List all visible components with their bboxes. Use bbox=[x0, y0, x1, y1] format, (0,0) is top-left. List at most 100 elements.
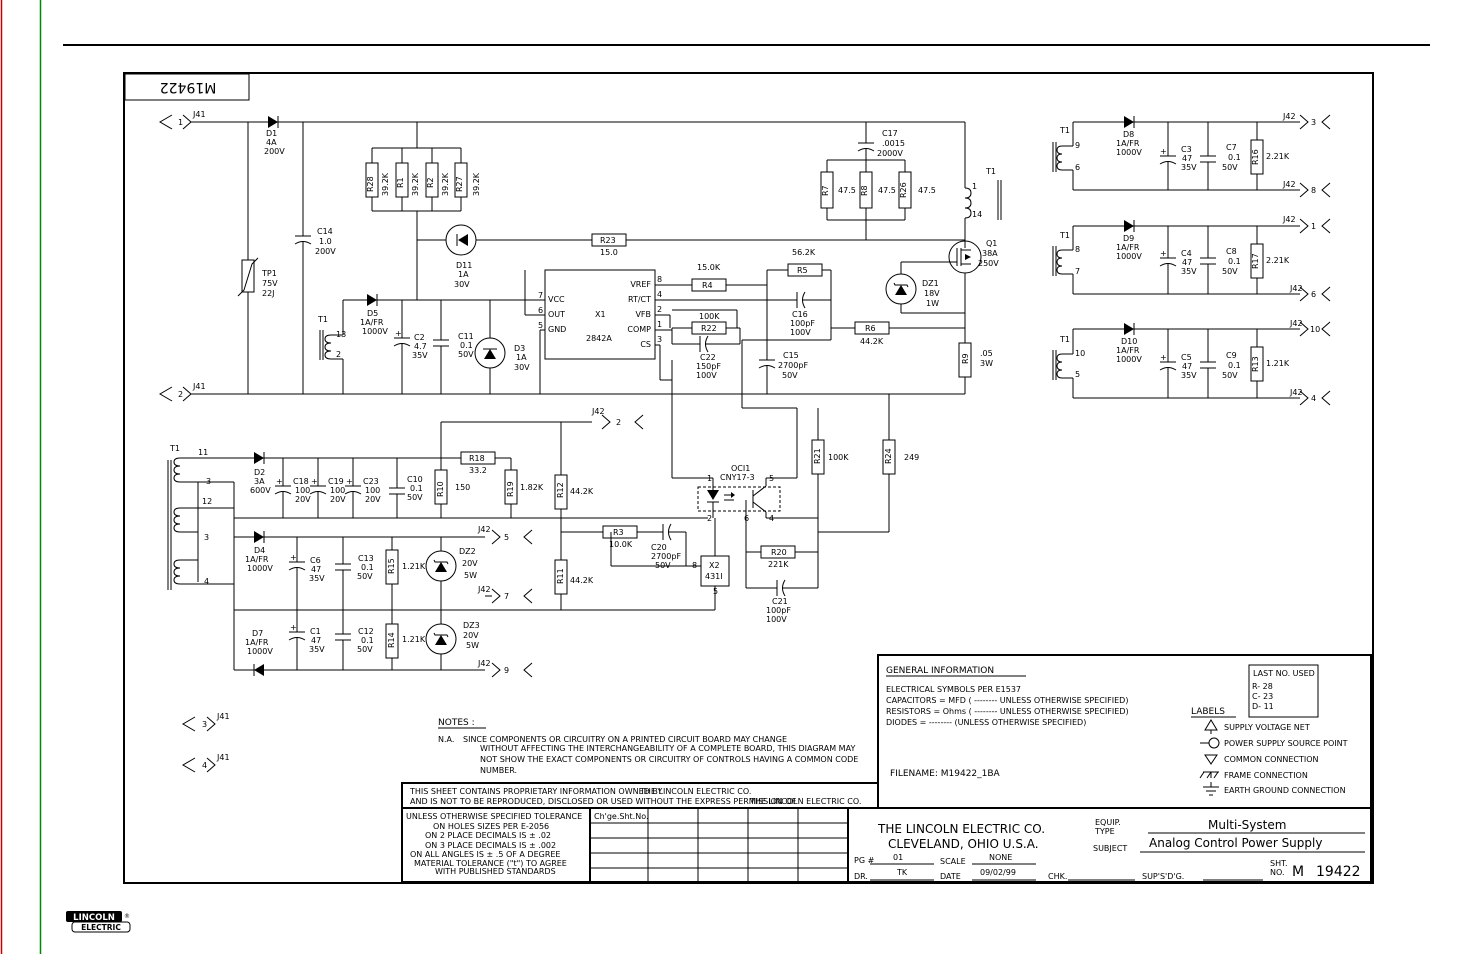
svg-text:R6: R6 bbox=[865, 324, 876, 333]
svg-text:2: 2 bbox=[616, 418, 621, 427]
svg-text:J42: J42 bbox=[1289, 388, 1303, 397]
svg-text:221K: 221K bbox=[768, 560, 789, 569]
svg-text:2.21K: 2.21K bbox=[1266, 152, 1290, 161]
svg-text:C10: C10 bbox=[407, 475, 423, 484]
svg-text:8: 8 bbox=[692, 561, 697, 570]
svg-text:75V: 75V bbox=[262, 279, 278, 288]
svg-text:UNLESS OTHERWISE SPECIFIED TOL: UNLESS OTHERWISE SPECIFIED TOLERANCE bbox=[406, 812, 582, 821]
svg-text:35V: 35V bbox=[309, 574, 325, 583]
svg-text:18V: 18V bbox=[924, 289, 940, 298]
svg-text:11: 11 bbox=[198, 448, 208, 457]
svg-text:1: 1 bbox=[1311, 222, 1316, 231]
svg-text:THE LINCOLN ELECTRIC CO.: THE LINCOLN ELECTRIC CO. bbox=[749, 797, 861, 806]
svg-text:8: 8 bbox=[657, 275, 662, 284]
svg-text:1000V: 1000V bbox=[247, 564, 273, 573]
svg-text:C8: C8 bbox=[1226, 247, 1237, 256]
svg-text:C2: C2 bbox=[414, 333, 425, 342]
svg-text:CNY17-3: CNY17-3 bbox=[720, 473, 755, 482]
svg-text:15.0: 15.0 bbox=[600, 248, 618, 257]
svg-text:WITH PUBLISHED STANDARDS: WITH PUBLISHED STANDARDS bbox=[435, 867, 556, 876]
svg-text:PG #: PG # bbox=[854, 856, 875, 865]
svg-text:1A/FR: 1A/FR bbox=[1116, 243, 1140, 252]
r23-resistor: R23 15.0 bbox=[591, 233, 627, 257]
svg-text:3: 3 bbox=[657, 335, 662, 344]
svg-text:2700pF: 2700pF bbox=[778, 361, 808, 370]
c15-capacitor: C15 2700pF 50V bbox=[758, 351, 808, 394]
svg-text:D1: D1 bbox=[266, 129, 277, 138]
svg-text:R26: R26 bbox=[899, 182, 908, 198]
svg-text:R13: R13 bbox=[1251, 356, 1260, 372]
svg-text:DZ2: DZ2 bbox=[459, 547, 476, 556]
j41-pin2-connector: 2 J41 bbox=[159, 382, 206, 402]
svg-text:C12: C12 bbox=[358, 627, 374, 636]
svg-text:NOTES :: NOTES : bbox=[438, 718, 475, 728]
svg-text:9: 9 bbox=[504, 666, 509, 675]
svg-text:1000V: 1000V bbox=[247, 647, 273, 656]
svg-text:D4: D4 bbox=[254, 546, 265, 555]
svg-text:4: 4 bbox=[1311, 394, 1316, 403]
output-supplies: T1 9 6 D8 1A/FR 1000V + C3 47 35V C7 bbox=[1052, 112, 1331, 406]
svg-text:47.5: 47.5 bbox=[838, 186, 856, 195]
svg-text:20V: 20V bbox=[295, 495, 311, 504]
svg-text:5: 5 bbox=[1075, 370, 1080, 379]
svg-text:2: 2 bbox=[657, 305, 662, 314]
x1-ic: 7 6 5 VCC OUT GND X1 2842A VREF RT/CT VF… bbox=[524, 269, 767, 394]
svg-text:C23: C23 bbox=[363, 477, 379, 486]
svg-text:J41: J41 bbox=[216, 753, 230, 762]
c13-capacitor: C13 0.1 50V bbox=[335, 537, 374, 610]
c10-capacitor: C10 0.1 50V bbox=[389, 458, 423, 518]
svg-text:CLEVELAND, OHIO U.S.A.: CLEVELAND, OHIO U.S.A. bbox=[888, 837, 1039, 851]
svg-text:1.21K: 1.21K bbox=[402, 562, 426, 571]
svg-text:200V: 200V bbox=[315, 247, 336, 256]
svg-text:431I: 431I bbox=[705, 572, 723, 581]
change-table: Ch'ge.Sht.No. bbox=[590, 808, 848, 882]
svg-text:X2: X2 bbox=[709, 561, 720, 570]
svg-text:1: 1 bbox=[657, 320, 662, 329]
svg-text:50V: 50V bbox=[407, 493, 423, 502]
primary-circuit: 1 J41 2 J41 D1 4A 200V TP1 bbox=[159, 110, 1002, 478]
svg-text:0.1: 0.1 bbox=[410, 484, 423, 493]
svg-text:35V: 35V bbox=[1181, 371, 1197, 380]
svg-text:D8: D8 bbox=[1123, 130, 1134, 139]
svg-text:J41: J41 bbox=[192, 382, 206, 391]
r22-resistor: 100K R22 bbox=[669, 309, 740, 335]
svg-text:6: 6 bbox=[1075, 163, 1080, 172]
svg-text:C17: C17 bbox=[882, 129, 898, 138]
svg-text:5: 5 bbox=[504, 533, 509, 542]
svg-text:C9: C9 bbox=[1226, 351, 1237, 360]
svg-text:R16: R16 bbox=[1251, 149, 1260, 165]
svg-text:NONE: NONE bbox=[989, 853, 1012, 862]
r9-resistor: R9 .05 3W bbox=[958, 342, 993, 378]
svg-text:1W: 1W bbox=[926, 299, 939, 308]
general-info-block: GENERAL INFORMATION ELECTRICAL SYMBOLS P… bbox=[877, 654, 1372, 809]
c14-capacitor: C14 1.0 200V bbox=[294, 122, 336, 394]
c23-capacitor: + C23 100 20V bbox=[344, 458, 381, 518]
svg-text:X1: X1 bbox=[595, 310, 606, 319]
svg-text:C18: C18 bbox=[293, 477, 309, 486]
svg-text:3: 3 bbox=[204, 533, 209, 542]
svg-text:200V: 200V bbox=[264, 147, 285, 156]
svg-text:EQUIP.: EQUIP. bbox=[1095, 818, 1121, 827]
d3-diode: D3 1A 30V bbox=[474, 300, 530, 394]
svg-text:C- 23: C- 23 bbox=[1252, 692, 1273, 701]
svg-text:0.1: 0.1 bbox=[1228, 361, 1241, 370]
j42-pin6-connector: J42 6 bbox=[1289, 284, 1331, 302]
drawing-id-box bbox=[124, 73, 250, 101]
svg-text:100: 100 bbox=[365, 486, 380, 495]
r11-resistor: R11 44.2K bbox=[554, 559, 594, 610]
svg-text:RESISTORS = Ohms ( --------: RESISTORS = Ohms ( -------- UNLESS OTHER… bbox=[886, 707, 1129, 716]
svg-text:+: + bbox=[290, 623, 297, 632]
svg-text:THE LINCOLN ELECTRIC CO.: THE LINCOLN ELECTRIC CO. bbox=[639, 787, 751, 796]
j42-pin7-connector: J42 7 bbox=[477, 585, 533, 604]
secondary-circuit: T1 11 3 12 3 4 bbox=[167, 407, 919, 773]
r4-resistor: R4 15.0K bbox=[691, 263, 727, 292]
svg-text:39.2K: 39.2K bbox=[381, 172, 390, 196]
svg-text:THIS SHEET CONTAINS PROPRIETAR: THIS SHEET CONTAINS PROPRIETARY INFORMAT… bbox=[409, 787, 662, 796]
svg-text:D10: D10 bbox=[1121, 337, 1137, 346]
svg-text:12: 12 bbox=[202, 497, 212, 506]
svg-text:19422: 19422 bbox=[1316, 864, 1361, 880]
proprietary-notice: THIS SHEET CONTAINS PROPRIETARY INFORMAT… bbox=[401, 782, 879, 809]
svg-text:VREF: VREF bbox=[630, 280, 651, 289]
svg-text:47: 47 bbox=[311, 565, 321, 574]
r19-resistor: R19 1.82K bbox=[504, 458, 544, 518]
